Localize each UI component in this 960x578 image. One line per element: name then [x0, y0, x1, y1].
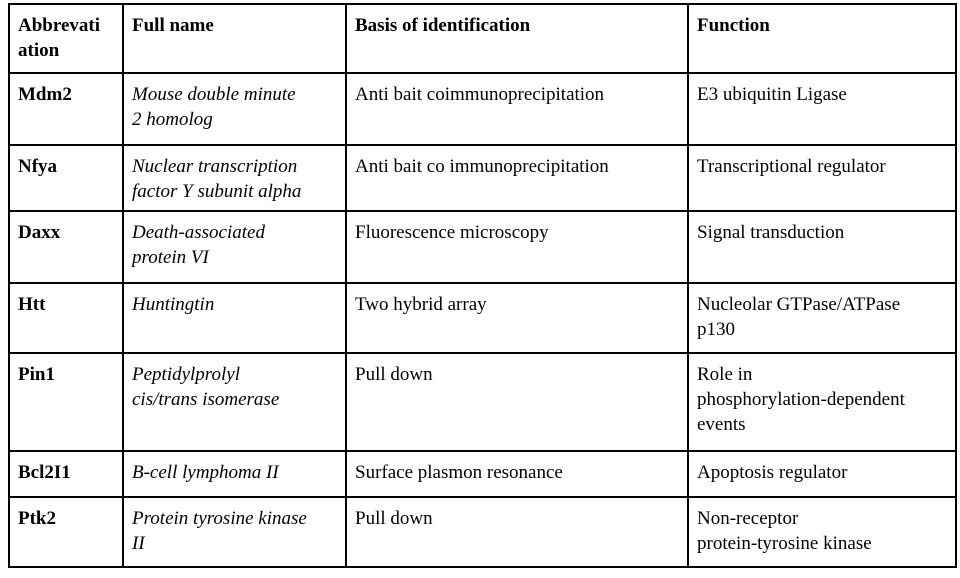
cell-function: Nucleolar GTPase/ATPase p130: [687, 282, 957, 354]
column-header-abbreviation: Abbrevati ation: [8, 3, 124, 74]
cell-function: Transcriptional regulator: [687, 144, 957, 212]
cell-abbreviation: Nfya: [8, 144, 124, 212]
cell-basis: Anti bait co immunoprecipitation: [345, 144, 689, 212]
cell-full_name: Protein tyrosine kinase II: [122, 496, 347, 568]
cell-abbreviation: Ptk2: [8, 496, 124, 568]
cell-function: Apoptosis regulator: [687, 450, 957, 498]
column-header-basis: Basis of identification: [345, 3, 689, 74]
cell-abbreviation: Daxx: [8, 210, 124, 284]
cell-full_name: Death-associated protein VI: [122, 210, 347, 284]
cell-basis: Anti bait coimmunoprecipitation: [345, 72, 689, 146]
cell-function: E3 ubiquitin Ligase: [687, 72, 957, 146]
cell-full_name: Mouse double minute 2 homolog: [122, 72, 347, 146]
cell-abbreviation: Htt: [8, 282, 124, 354]
cell-abbreviation: Bcl2I1: [8, 450, 124, 498]
cell-function: Role in phosphorylation-dependent events: [687, 352, 957, 452]
cell-abbreviation: Mdm2: [8, 72, 124, 146]
cell-basis: Pull down: [345, 352, 689, 452]
cell-function: Non-receptor protein-tyrosine kinase: [687, 496, 957, 568]
cell-full_name: B-cell lymphoma II: [122, 450, 347, 498]
cell-basis: Fluorescence microscopy: [345, 210, 689, 284]
column-header-full_name: Full name: [122, 3, 347, 74]
column-header-function: Function: [687, 3, 957, 74]
cell-full_name: Peptidylprolyl cis/trans isomerase: [122, 352, 347, 452]
cell-basis: Two hybrid array: [345, 282, 689, 354]
cell-basis: Surface plasmon resonance: [345, 450, 689, 498]
cell-abbreviation: Pin1: [8, 352, 124, 452]
cell-full_name: Huntingtin: [122, 282, 347, 354]
cell-basis: Pull down: [345, 496, 689, 568]
cell-function: Signal transduction: [687, 210, 957, 284]
cell-full_name: Nuclear transcription factor Y subunit a…: [122, 144, 347, 212]
